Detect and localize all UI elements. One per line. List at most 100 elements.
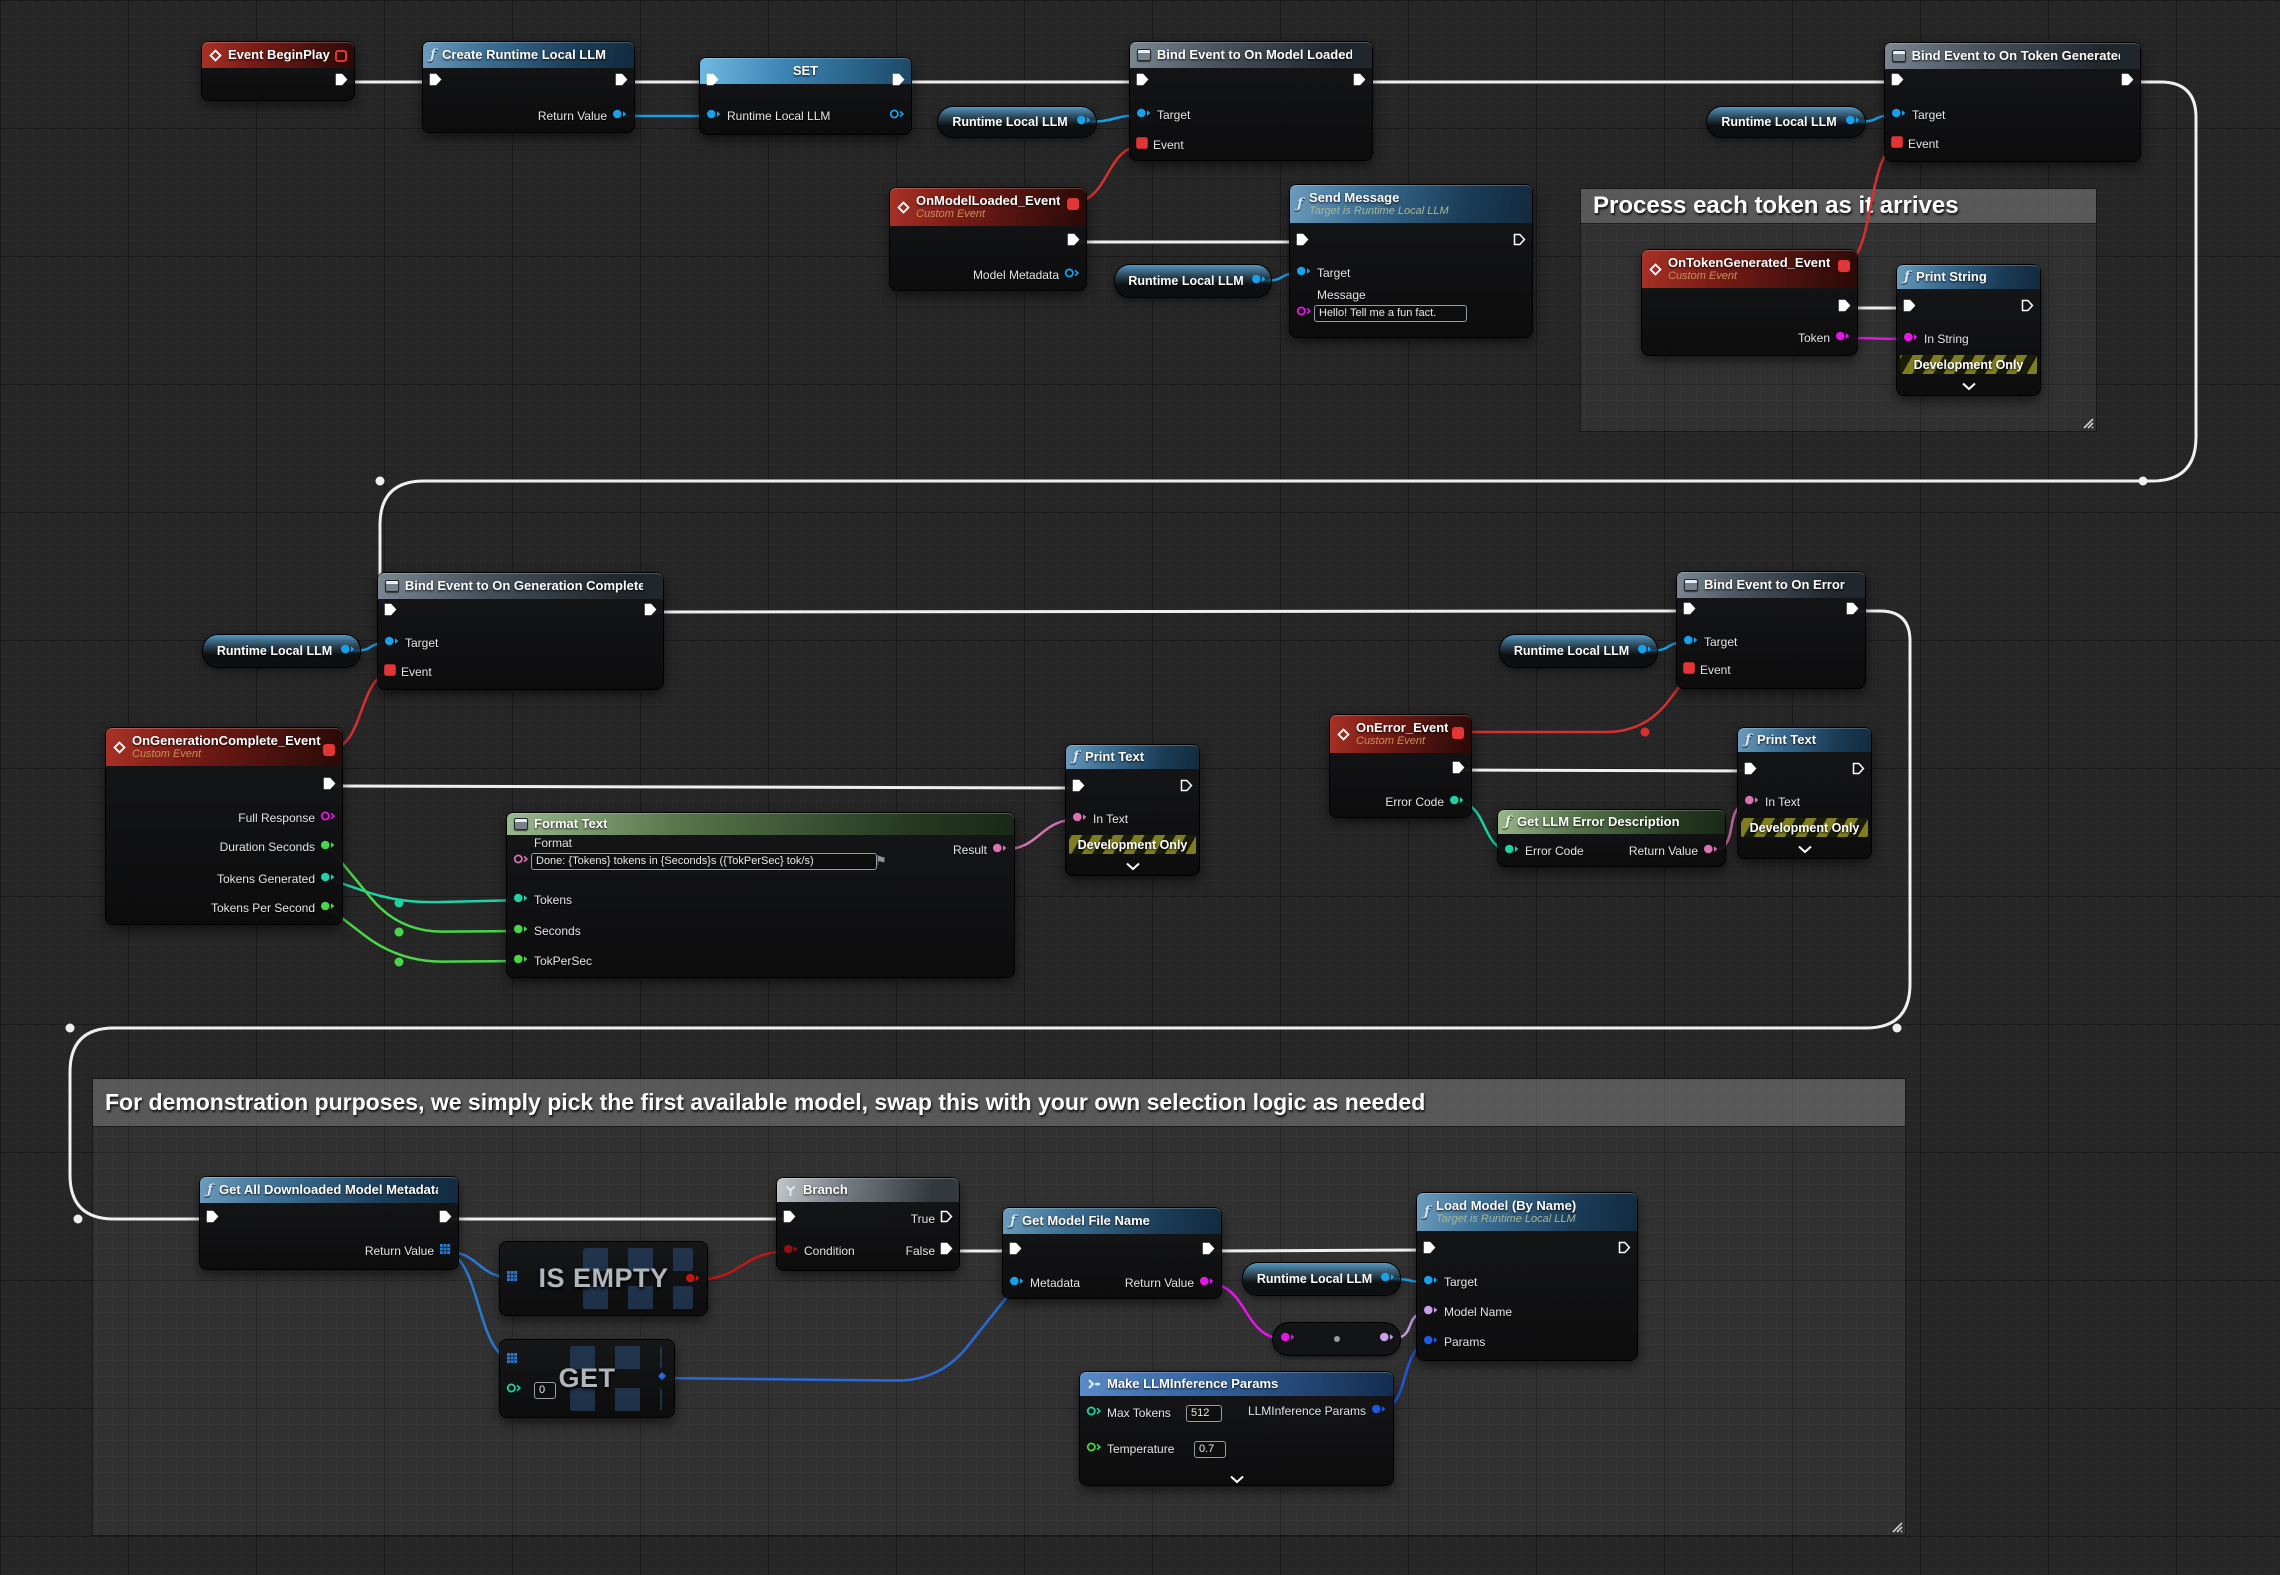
circle-pin[interactable] (889, 107, 905, 125)
reroute-node[interactable] (394, 927, 404, 937)
error-code-pin[interactable] (1449, 793, 1465, 811)
return-value-pin[interactable] (612, 107, 628, 125)
fn-print-text-node[interactable]: ƒ Print Text In Text Development Only (1738, 728, 1871, 858)
comment-resize-handle[interactable] (1889, 1519, 1903, 1533)
runtime-local-llm-pin[interactable] (706, 107, 722, 125)
in-text-pin[interactable] (1072, 810, 1088, 828)
reroute-node[interactable] (1640, 727, 1650, 737)
error-code-pin[interactable] (1504, 842, 1520, 860)
duration-seconds-pin[interactable] (320, 838, 336, 856)
branch-node[interactable]: Branch Condition True False (777, 1178, 959, 1270)
exec-in-pin[interactable] (206, 1210, 219, 1228)
condition-pin[interactable] (783, 1242, 799, 1260)
exec-in-pin[interactable] (1423, 1241, 1436, 1259)
event-pin[interactable] (1683, 661, 1695, 679)
event-pin[interactable] (384, 663, 396, 681)
set-runtime-local-llm-node[interactable]: SET Runtime Local LLM (700, 58, 911, 134)
target-pin[interactable] (1423, 1273, 1439, 1291)
node-header[interactable]: Branch (777, 1178, 959, 1202)
max-tokens-input[interactable]: 512 (1186, 1405, 1222, 1422)
exec-in-pin[interactable] (1683, 602, 1696, 620)
variable-get-runtime-local-llm[interactable]: Runtime Local LLM (1500, 635, 1657, 667)
bind-event-on-token-generated-node[interactable]: Bind Event to On Token Generated Target … (1885, 43, 2140, 161)
node-header[interactable]: Bind Event to On Model Loaded (1130, 42, 1372, 68)
tokpersec-pin[interactable] (513, 952, 529, 970)
variable-output-pin[interactable] (1637, 642, 1653, 660)
conversion-output-pin[interactable] (1379, 1330, 1395, 1348)
reroute-node[interactable] (375, 476, 385, 486)
false-pin[interactable] (940, 1242, 953, 1260)
target-pin[interactable] (1891, 106, 1907, 124)
node-header[interactable]: Bind Event to On Token Generated (1885, 43, 2140, 69)
node-header[interactable]: Bind Event to On Generation Complete (378, 573, 663, 599)
exec-out-pin[interactable] (1852, 762, 1865, 780)
exec-out-pin[interactable] (1180, 779, 1193, 797)
string-to-name-conversion-node[interactable] (1273, 1323, 1400, 1355)
fn-get-llm-error-description-node[interactable]: ƒ Get LLM Error Description Error Code R… (1498, 810, 1725, 866)
result-pin[interactable] (992, 841, 1008, 859)
max-tokens-pin[interactable] (1086, 1404, 1102, 1422)
target-pin[interactable] (1296, 264, 1312, 282)
fn-create-runtime-local-llm-node[interactable]: ƒ Create Runtime Local LLM Return Value (423, 42, 634, 132)
in-text-pin[interactable] (1744, 793, 1760, 811)
exec-out-pin[interactable] (439, 1210, 452, 1228)
node-header[interactable]: ƒ Get Model File Name (1003, 1208, 1221, 1234)
diamond-pin[interactable] (656, 1369, 668, 1387)
node-header[interactable]: ƒ Create Runtime Local LLM (423, 42, 634, 68)
exec-in-pin[interactable] (1296, 233, 1309, 251)
return-value-pin[interactable] (1703, 842, 1719, 860)
comment-header[interactable]: For demonstration purposes, we simply pi… (93, 1079, 1905, 1126)
target-pin[interactable] (384, 634, 400, 652)
exec-in-pin[interactable] (706, 73, 719, 91)
circle-pin[interactable] (506, 1381, 522, 1399)
exec-in-pin[interactable] (1903, 299, 1916, 317)
format-pin[interactable] (513, 852, 529, 870)
model-name-pin[interactable] (1423, 1303, 1439, 1321)
exec-in-pin[interactable] (783, 1210, 796, 1228)
variable-output-pin[interactable] (1845, 113, 1861, 131)
tokens-per-second-pin[interactable] (320, 899, 336, 917)
exec-in-pin[interactable] (1072, 779, 1085, 797)
node-header[interactable]: Bind Event to On Error (1677, 572, 1865, 598)
model-metadata-pin[interactable] (1064, 266, 1080, 284)
message-pin[interactable] (1296, 304, 1312, 322)
params-pin[interactable] (1423, 1333, 1439, 1351)
exec-out-pin[interactable] (323, 777, 336, 795)
exec-in-pin[interactable] (384, 603, 397, 621)
node-header[interactable]: Event BeginPlay (202, 42, 354, 68)
node-header[interactable]: ƒ Load Model (By Name)Target is Runtime … (1417, 1193, 1637, 1231)
format-input[interactable]: Done: {Tokens} tokens in {Seconds}s ({To… (531, 853, 877, 870)
exec-out-pin[interactable] (1202, 1242, 1215, 1260)
node-header[interactable]: ƒ Get All Downloaded Model Metadata (200, 1177, 458, 1203)
fn-load-model-by-name-node[interactable]: ƒ Load Model (By Name)Target is Runtime … (1417, 1193, 1637, 1360)
reroute-node[interactable] (394, 957, 404, 967)
return-value-pin[interactable] (1199, 1274, 1215, 1292)
exec-in-pin[interactable] (1744, 762, 1757, 780)
delegate-pin[interactable] (1067, 197, 1079, 215)
node-header[interactable]: ƒ Print String (1897, 265, 2040, 289)
target-pin[interactable] (1683, 633, 1699, 651)
variable-get-runtime-local-llm[interactable]: Runtime Local LLM (203, 635, 360, 667)
expand-chevron-icon[interactable] (1961, 378, 1977, 396)
exec-out-pin[interactable] (2121, 73, 2134, 91)
bind-event-on-model-loaded-node[interactable]: Bind Event to On Model Loaded Target Eve… (1130, 42, 1372, 160)
event-beginplay-node[interactable]: Event BeginPlay (202, 42, 354, 100)
variable-output-pin[interactable] (1380, 1270, 1396, 1288)
exec-out-pin[interactable] (1067, 233, 1080, 251)
variable-output-pin[interactable] (1251, 272, 1267, 290)
localize-flag-icon[interactable]: ⚑ (875, 853, 887, 868)
delegate-pin[interactable] (335, 49, 347, 67)
expand-chevron-icon[interactable] (1797, 841, 1813, 859)
reroute-node[interactable] (73, 1214, 83, 1224)
conversion-input-pin[interactable] (1280, 1330, 1296, 1348)
exec-out-pin[interactable] (644, 603, 657, 621)
in-string-pin[interactable] (1903, 330, 1919, 348)
true-pin[interactable] (940, 1210, 953, 1228)
